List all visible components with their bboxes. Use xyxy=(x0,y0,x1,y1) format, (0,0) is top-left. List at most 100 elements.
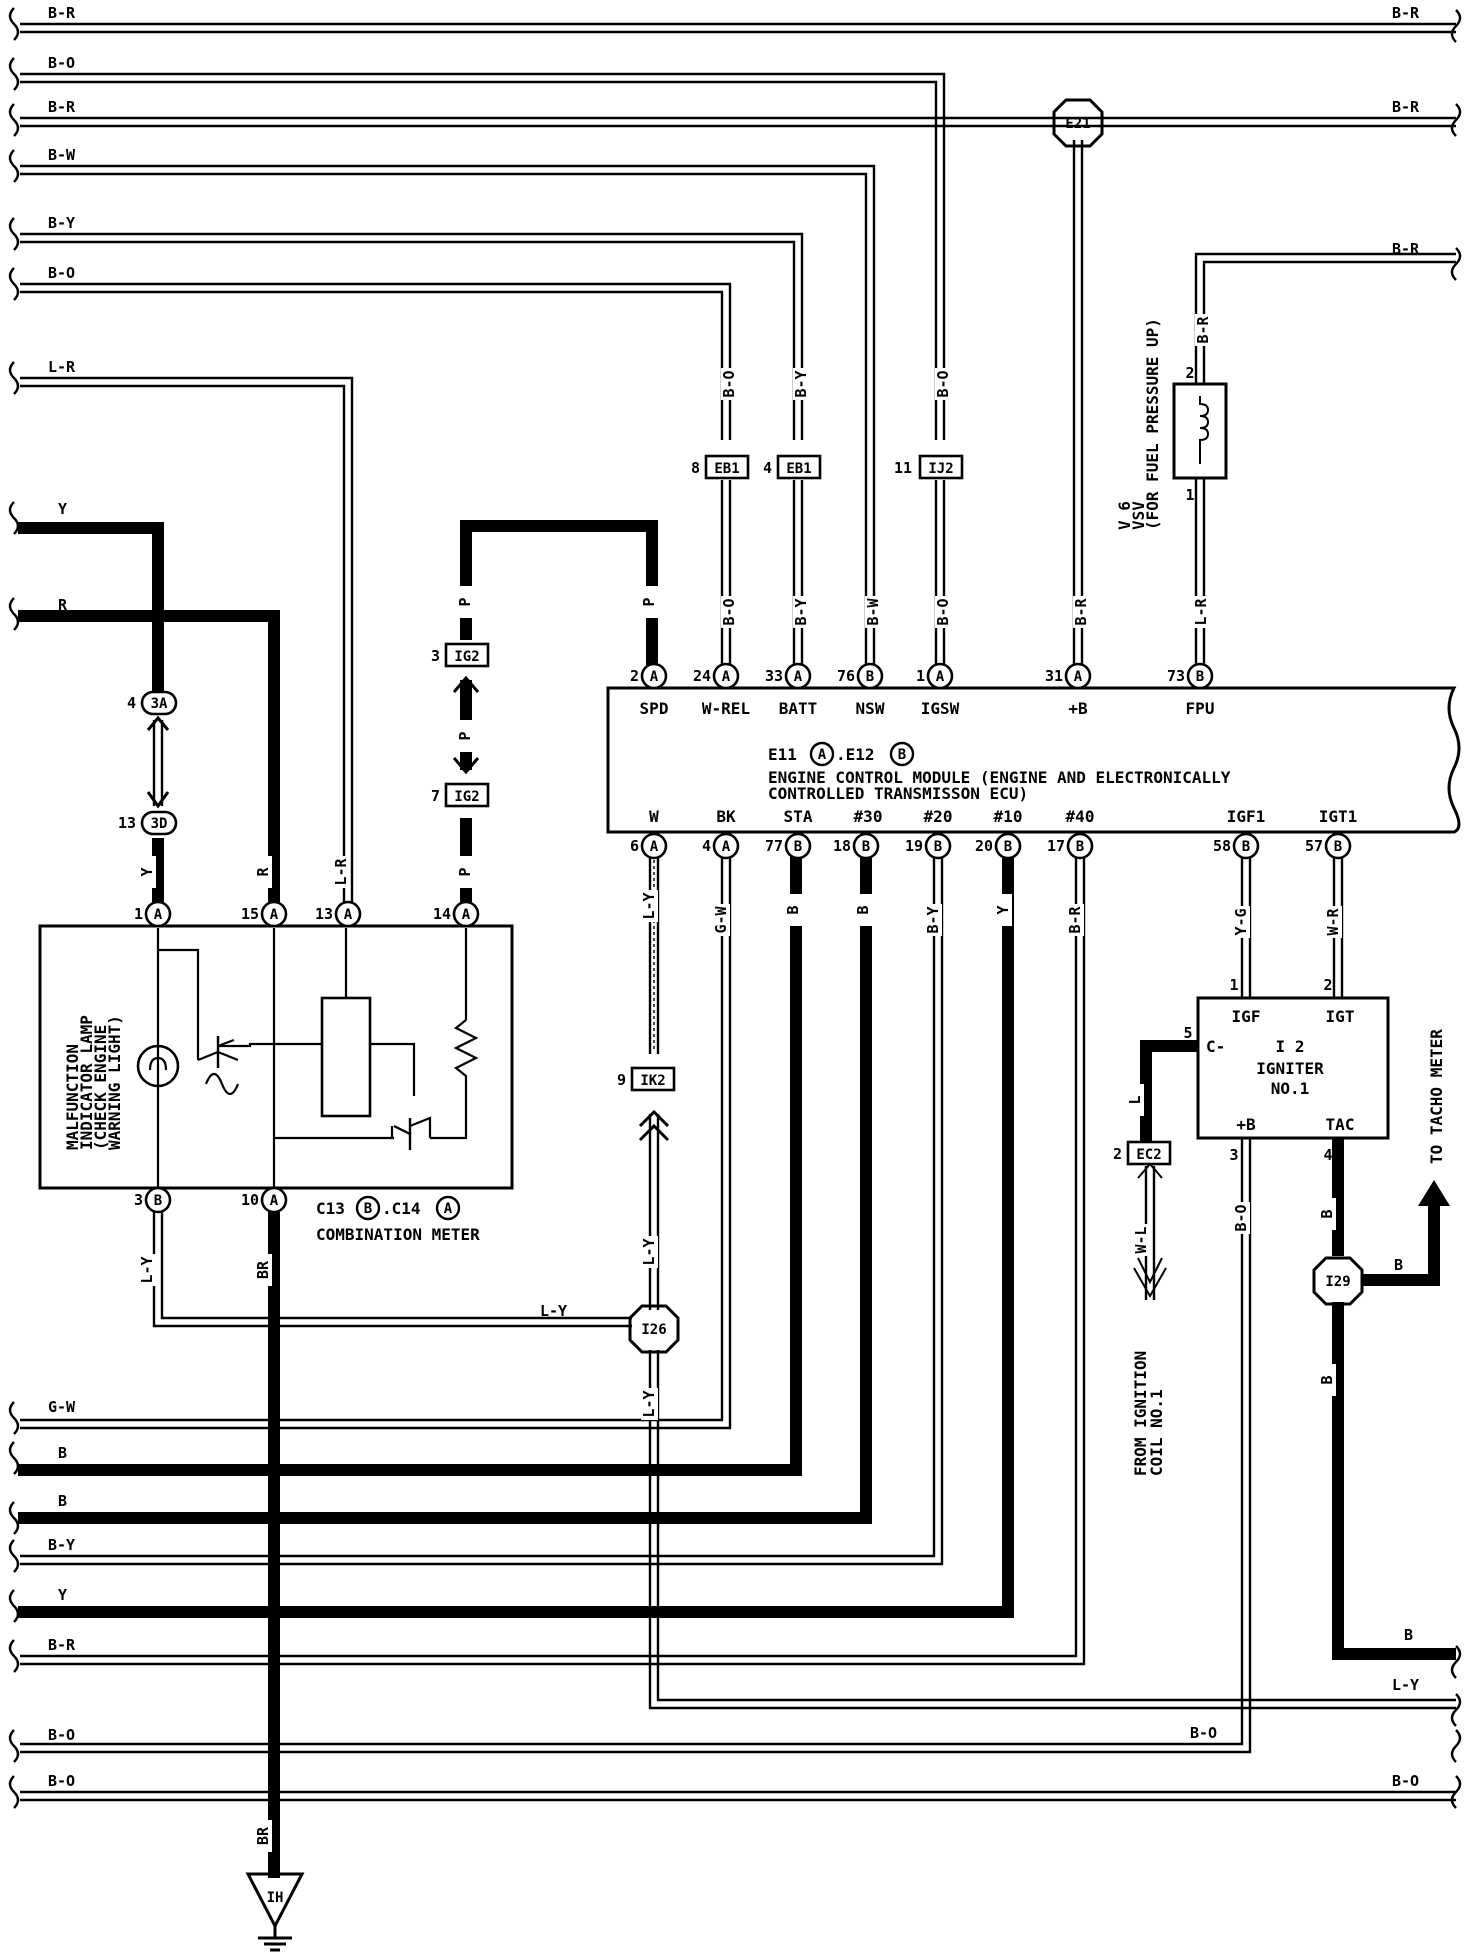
pin-letter: A xyxy=(722,839,731,855)
meter-id-letter-b: B xyxy=(364,1201,372,1217)
pin-letter: B xyxy=(934,839,942,855)
connector-eb1a-pin: 8 xyxy=(691,459,700,477)
pin-number-ig-c: 5 xyxy=(1183,1024,1192,1042)
left-wire-label: R xyxy=(58,596,68,614)
wire-label-text: B-O xyxy=(1232,1204,1250,1231)
pin-letter: A xyxy=(1074,669,1083,685)
wire-label-text: R xyxy=(254,867,272,877)
connector-eb1a: EB1 8 xyxy=(691,454,750,480)
wire-br-n40 xyxy=(20,854,1086,1666)
connector-ig2a-label: IG2 xyxy=(454,649,479,665)
pin-m10: A10 xyxy=(241,1186,288,1214)
wire-label-text: B-R xyxy=(1066,905,1084,933)
meter-id-letter-a: A xyxy=(444,1201,453,1217)
pin-number: 14 xyxy=(433,905,451,923)
coil-note: FROM IGNITION COIL NO.1 xyxy=(1131,1351,1166,1476)
lamp-line-1: MALFUNCTION xyxy=(63,1044,82,1150)
connector-ig2a-pin: 3 xyxy=(431,647,440,665)
lamp-line-4: WARNING LIGHT) xyxy=(105,1015,124,1150)
pin-number: 31 xyxy=(1045,667,1063,685)
wire-label-text: P xyxy=(456,867,474,876)
connector-3a-label: 3A xyxy=(151,696,168,712)
wire-label-text: B-Y xyxy=(792,370,810,397)
pin-letter: B xyxy=(866,669,874,685)
lamp-label: MALFUNCTION INDICATOR LAMP (CHECK ENGINE… xyxy=(63,1015,124,1150)
wire-y-n10 xyxy=(18,854,1014,1618)
ecm-pin-plusb: +B xyxy=(1068,699,1088,718)
connector-eb1b-pin: 4 xyxy=(763,459,772,477)
pin-number: 1 xyxy=(916,667,925,685)
pin-n30: B18 xyxy=(833,832,880,860)
right-wire-label: B-O xyxy=(1190,1724,1217,1742)
connector-ig2b: IG2 7 xyxy=(431,782,490,808)
wire-label-text: B-O xyxy=(720,370,738,397)
ecm-pin-20: #20 xyxy=(924,807,953,826)
connector-eb1b: EB1 4 xyxy=(763,454,822,480)
igniter-box xyxy=(1196,996,1390,1140)
left-wire-breaks xyxy=(8,7,20,1809)
wire-label-w-yg: Y-G xyxy=(1232,906,1250,938)
wire-label-w-bo-b: B-O xyxy=(934,368,952,400)
vsv-line-3: (FOR FUEL PRESSURE UP) xyxy=(1143,318,1162,530)
pin-wrel: A24 xyxy=(693,662,740,690)
ecm-id-e11: E11 xyxy=(768,745,797,764)
wire-label-w-bo-a: B-O xyxy=(720,368,738,400)
wire-b-tac-low xyxy=(1332,1302,1456,1660)
right-wire-label: B-R xyxy=(1392,98,1420,116)
ecm-pin-bk: BK xyxy=(716,807,736,826)
pin-letter: A xyxy=(722,669,731,685)
wire-label-text: B xyxy=(854,905,872,914)
wire-gw-bk xyxy=(20,854,732,1430)
wire-br-e21 xyxy=(20,116,1456,128)
connector-ij2-pin: 11 xyxy=(894,459,912,477)
wire-b-tacho xyxy=(1362,1196,1440,1286)
pin-m13: A13 xyxy=(315,900,362,928)
ecm-title-line2: CONTROLLED TRANSMISSON ECU) xyxy=(768,784,1028,803)
wire-label-w-b4: B xyxy=(1318,1364,1336,1396)
wire-label-text: B-Y xyxy=(792,598,810,625)
wire-br-top xyxy=(20,22,1456,34)
wire-label-w-gw: G-W xyxy=(712,904,730,936)
vsv-line-1: V 6 xyxy=(1115,501,1134,530)
wire-label-w-b1: B xyxy=(784,894,802,926)
pin-letter: A xyxy=(270,907,279,923)
left-wire-label: B-O xyxy=(48,264,75,282)
wire-label-w-wl: W-L xyxy=(1132,1224,1150,1256)
left-wire-label: B xyxy=(58,1444,67,1462)
pin-number-ig-igt: 2 xyxy=(1323,976,1332,994)
left-wire-label: B-O xyxy=(48,1726,75,1744)
wire-label-w-p4: P xyxy=(456,856,474,888)
pin-letter: B xyxy=(154,1193,162,1209)
connector-ij2-label: IJ2 xyxy=(928,461,953,477)
igniter-line-3: NO.1 xyxy=(1271,1079,1310,1098)
ecm-id-e12: .E12 xyxy=(836,745,875,764)
pin-letter: A xyxy=(344,907,353,923)
wire-label-w-br-c: B-R xyxy=(1072,596,1090,628)
right-wire-label: B-R xyxy=(1392,4,1420,22)
ecm-pin-40: #40 xyxy=(1066,807,1095,826)
wire-label-w-r-mil: R xyxy=(254,856,272,888)
pin-fpu: B73 xyxy=(1167,662,1214,690)
ig2-arrows xyxy=(452,675,480,775)
wire-label-text: W-R xyxy=(1324,907,1342,935)
pin-number: 33 xyxy=(765,667,783,685)
wire-label-w-by-a: B-Y xyxy=(792,368,810,400)
pin-letter: B xyxy=(862,839,870,855)
right-wire-label: L-Y xyxy=(1392,1676,1419,1694)
wire-label-text: B xyxy=(1318,1375,1336,1384)
connector-eb1b-label: EB1 xyxy=(786,461,811,477)
splice-i29-label: I29 xyxy=(1325,1274,1350,1290)
splice-i26-label: I26 xyxy=(641,1322,666,1338)
connector-ig2b-pin: 7 xyxy=(431,787,440,805)
pin-number-v2: 2 xyxy=(1185,364,1194,382)
pin-m3: B3 xyxy=(134,1186,172,1214)
pin-number: 58 xyxy=(1213,837,1231,855)
pin-w: A6 xyxy=(630,832,668,860)
wire-label-w-y2: Y xyxy=(994,894,1012,926)
pin-letter: A xyxy=(936,669,945,685)
wire-label-text: P xyxy=(456,597,474,606)
coil-note-line1: FROM IGNITION xyxy=(1131,1351,1150,1476)
pin-letter: A xyxy=(794,669,803,685)
pin-letter: A xyxy=(154,907,163,923)
